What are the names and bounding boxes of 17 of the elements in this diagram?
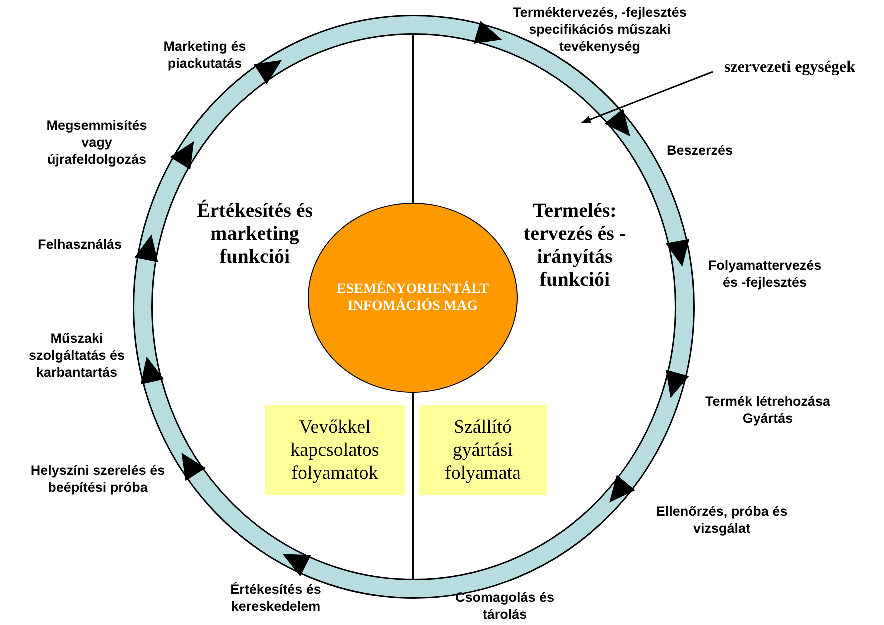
stage-label: Helyszíni szerelés és beépítési próba (30, 462, 166, 496)
stage-label: Felhasználás (36, 236, 124, 253)
core-label: ESEMÉNYORIENTÁLT INFOMÁCIÓS MAG (336, 281, 490, 315)
stage-label: Termék létrehozása Gyártás (704, 393, 832, 427)
stage-label: Beszerzés (666, 142, 734, 159)
stage-label: Műszaki szolgáltatás és karbantartás (28, 330, 126, 381)
annotation-text: szervezeti egységek (705, 56, 875, 80)
stage-label: Csomagolás és tárolás (454, 589, 556, 623)
function-label: Termelés: tervezés és -irányítás funkciói (522, 200, 628, 292)
stage-label: Megsemmisítés vagy újrafeldolgozás (46, 117, 148, 168)
stage-label: Ellenőrzés, próba és vizsgálat (655, 503, 789, 537)
function-label: Értékesítés és marketing funkciói (196, 200, 314, 269)
stage-label: Terméktervezés, -fejlesztés specifikációs műszaki tevékenység (512, 4, 688, 55)
leader-line (581, 71, 714, 124)
stage-label: Folyamattervezés és -fejlesztés (707, 257, 823, 291)
stage-label: Marketing és piackutatás (162, 38, 248, 72)
stage-label: Értékesítés és kereskedelem (230, 581, 322, 615)
